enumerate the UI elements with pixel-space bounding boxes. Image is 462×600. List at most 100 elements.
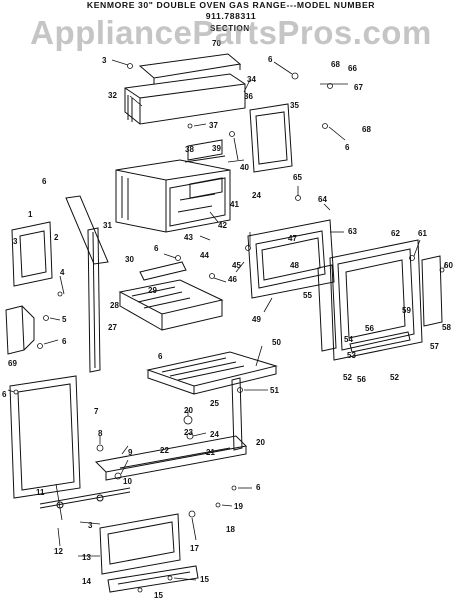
callout-54: 54 — [344, 335, 353, 344]
callout-68: 68 — [331, 60, 340, 69]
callout-7: 7 — [94, 407, 99, 416]
callout-55: 55 — [303, 291, 312, 300]
door-side-trim — [421, 255, 443, 327]
callout-59: 59 — [402, 306, 411, 315]
left-side-panel — [11, 221, 53, 287]
callout-37: 37 — [209, 121, 218, 130]
cooktop-burner-box — [146, 351, 278, 395]
callout-6: 6 — [154, 244, 159, 253]
callout-5: 5 — [62, 315, 67, 324]
callout-53: 53 — [347, 351, 356, 360]
top-panel — [138, 53, 242, 84]
callout-56: 56 — [365, 324, 374, 333]
callout-43: 43 — [184, 233, 193, 242]
callout-3: 3 — [102, 56, 107, 65]
lower-oven-door-inner — [247, 219, 335, 299]
callout-24: 24 — [210, 430, 219, 439]
callout-67: 67 — [354, 83, 363, 92]
gas-manifold — [39, 487, 131, 509]
callout-8: 8 — [98, 429, 103, 438]
callout-17: 17 — [190, 544, 199, 553]
callout-63: 63 — [348, 227, 357, 236]
callout-32: 32 — [108, 91, 117, 100]
callout-31: 31 — [103, 221, 112, 230]
hardware-and-leaders — [7, 59, 447, 593]
callout-6: 6 — [345, 143, 350, 152]
baffle-plates — [184, 139, 226, 199]
callout-21: 21 — [206, 448, 215, 457]
callout-13: 13 — [82, 553, 91, 562]
callout-11: 11 — [36, 488, 45, 497]
callout-27: 27 — [108, 323, 117, 332]
callout-48: 48 — [290, 261, 299, 270]
callout-41: 41 — [230, 200, 239, 209]
bottom-frame — [94, 435, 248, 481]
callout-30: 30 — [125, 255, 134, 264]
callout-50: 50 — [272, 338, 281, 347]
callout-6: 6 — [158, 352, 163, 361]
callout-2: 2 — [54, 233, 59, 242]
callout-45: 45 — [232, 261, 241, 270]
corner-bracket — [5, 305, 35, 355]
callout-3: 3 — [13, 237, 18, 246]
callout-56: 56 — [357, 375, 366, 384]
callout-15: 15 — [200, 575, 209, 584]
callout-29: 29 — [148, 286, 157, 295]
callout-60: 60 — [444, 261, 453, 270]
callout-39: 39 — [212, 144, 221, 153]
callout-58: 58 — [442, 323, 451, 332]
callout-25: 25 — [210, 399, 219, 408]
callout-24: 24 — [252, 191, 261, 200]
rear-rail — [231, 377, 243, 451]
lower-drawer-front — [99, 513, 181, 575]
callout-65: 65 — [293, 173, 302, 182]
callout-52: 52 — [390, 373, 399, 382]
callout-64: 64 — [318, 195, 327, 204]
callout-6: 6 — [62, 337, 67, 346]
callout-44: 44 — [200, 251, 209, 260]
section-label: SECTION — [210, 24, 250, 33]
door-handle-bar — [349, 331, 411, 353]
callout-1: 1 — [28, 210, 33, 219]
callout-49: 49 — [252, 315, 261, 324]
upper-body-shell — [124, 73, 246, 125]
upper-oven-liner — [115, 159, 231, 233]
side-trim-strip — [65, 195, 109, 265]
vertical-frame-rail — [87, 227, 101, 373]
callout-14: 14 — [82, 577, 91, 586]
callout-labels: 3 70 34 6 68 67 32 36 35 37 68 6 38 39 4… — [2, 39, 453, 600]
callout-15: 15 — [154, 591, 163, 600]
callout-66: 66 — [348, 64, 357, 73]
broiler-pan-assembly — [118, 261, 224, 331]
callout-6: 6 — [42, 177, 47, 186]
callout-70: 70 — [212, 39, 221, 48]
callout-19: 19 — [234, 502, 243, 511]
callout-62: 62 — [391, 229, 400, 238]
upper-oven-door-panel — [249, 103, 293, 173]
door-glass — [317, 264, 337, 352]
callout-4: 4 — [60, 268, 65, 277]
callout-46: 46 — [228, 275, 237, 284]
lower-oven-door-outer — [329, 239, 423, 361]
callout-6: 6 — [2, 390, 7, 399]
callout-52: 52 — [343, 373, 352, 382]
callout-3: 3 — [88, 521, 93, 530]
callout-42: 42 — [218, 221, 227, 230]
callout-47: 47 — [288, 234, 297, 243]
control-panel-strip — [107, 565, 199, 593]
callout-28: 28 — [110, 301, 119, 310]
callout-9: 9 — [128, 448, 133, 457]
callout-22: 22 — [160, 446, 169, 455]
callout-20: 20 — [184, 406, 193, 415]
lower-side-panel — [9, 375, 81, 499]
callout-6: 6 — [256, 483, 261, 492]
callout-51: 51 — [270, 386, 279, 395]
callout-35: 35 — [290, 101, 299, 110]
callout-57: 57 — [430, 342, 439, 351]
callout-26: 20 — [256, 438, 265, 447]
callout-68: 68 — [362, 125, 371, 134]
diagram-title: KENMORE 30" DOUBLE OVEN GAS RANGE---MODE… — [86, 0, 376, 10]
callout-36: 36 — [244, 92, 253, 101]
